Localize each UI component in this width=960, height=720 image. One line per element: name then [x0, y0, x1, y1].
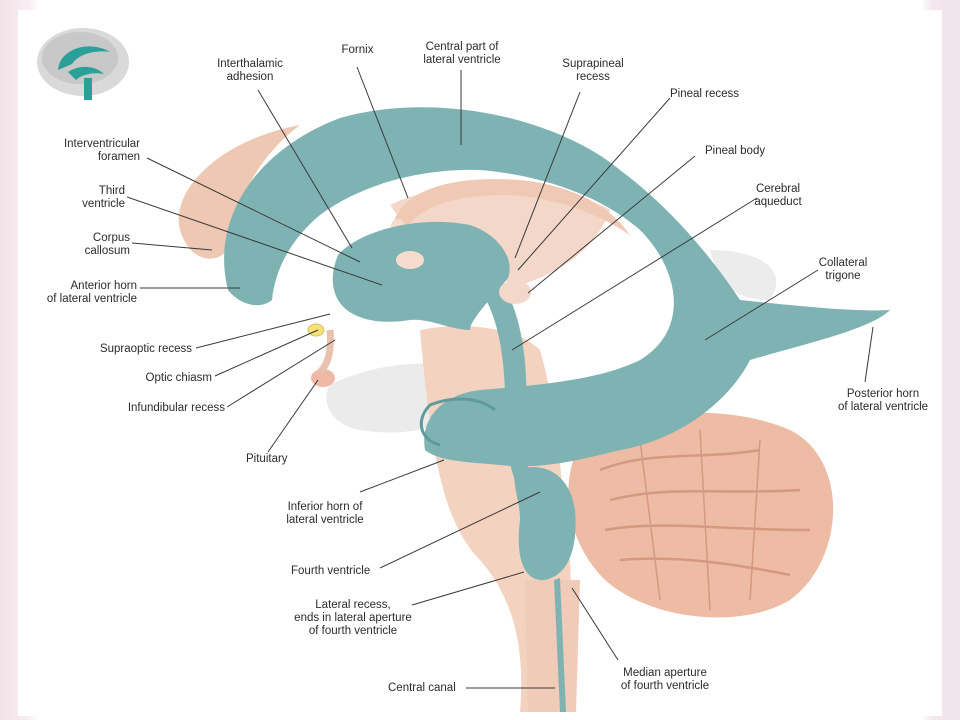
label-supraoptic-recess: Supraoptic recess — [99, 343, 192, 355]
label-collateral-trigone: Collateral trigone — [818, 257, 868, 282]
spinal-cord-shape — [525, 580, 580, 712]
label-optic-chiasm: Optic chiasm — [145, 372, 212, 384]
label-inferior-horn: Inferior horn of lateral ventricle — [286, 501, 364, 526]
pineal-body-shape — [499, 280, 531, 304]
fourth-ventricle-shape — [514, 466, 576, 581]
lateral-ventricle-shape — [224, 107, 891, 467]
aqueduct-shape — [480, 280, 540, 490]
label-suprapineal-recess: Suprapineal recess — [562, 58, 624, 83]
label-interventricular-foramen: Interventricular foramen — [63, 138, 140, 163]
leader-lines — [126, 66, 874, 689]
label-interthalamic-adhesion: Interthalamic adhesion — [217, 58, 283, 83]
label-cerebral-aqueduct: Cerebral aqueduct — [754, 183, 802, 208]
central-canal-shape — [554, 578, 566, 712]
label-median-aperture: Median aperture of fourth ventricle — [620, 667, 710, 692]
label-pineal-recess: Pineal recess — [670, 88, 740, 100]
label-anterior-horn: Anterior horn of lateral ventricle — [46, 280, 137, 305]
label-central-canal: Central canal — [388, 682, 456, 694]
interthalamic-adhesion-shape — [396, 251, 424, 269]
label-fourth-ventricle: Fourth ventricle — [291, 565, 371, 577]
label-fornix: Fornix — [341, 44, 374, 56]
pituitary-shape — [311, 369, 335, 387]
third-ventricle-shape — [332, 221, 510, 330]
infundibulum-shape — [317, 329, 334, 375]
cerebellum-shape — [568, 412, 834, 618]
label-posterior-horn: Posterior horn of lateral ventricle — [837, 388, 929, 413]
label-pituitary: Pituitary — [246, 453, 288, 465]
fornix-shape — [392, 179, 630, 235]
thalamus-tissue — [390, 184, 610, 285]
label-third-ventricle: Third ventricle — [82, 185, 125, 210]
label-lateral-recess: Lateral recess, ends in lateral aperture… — [294, 599, 412, 637]
occipital-shadow — [710, 250, 777, 300]
label-infundibular-recess: Infundibular recess — [127, 402, 225, 414]
brain-thumbnail-icon — [37, 28, 129, 100]
optic-chiasm-shape — [307, 323, 325, 337]
label-central-part: Central part of lateral ventricle — [423, 41, 501, 66]
label-corpus-callosum: Corpus callosum — [84, 232, 130, 257]
label-pineal-body: Pineal body — [705, 145, 766, 157]
